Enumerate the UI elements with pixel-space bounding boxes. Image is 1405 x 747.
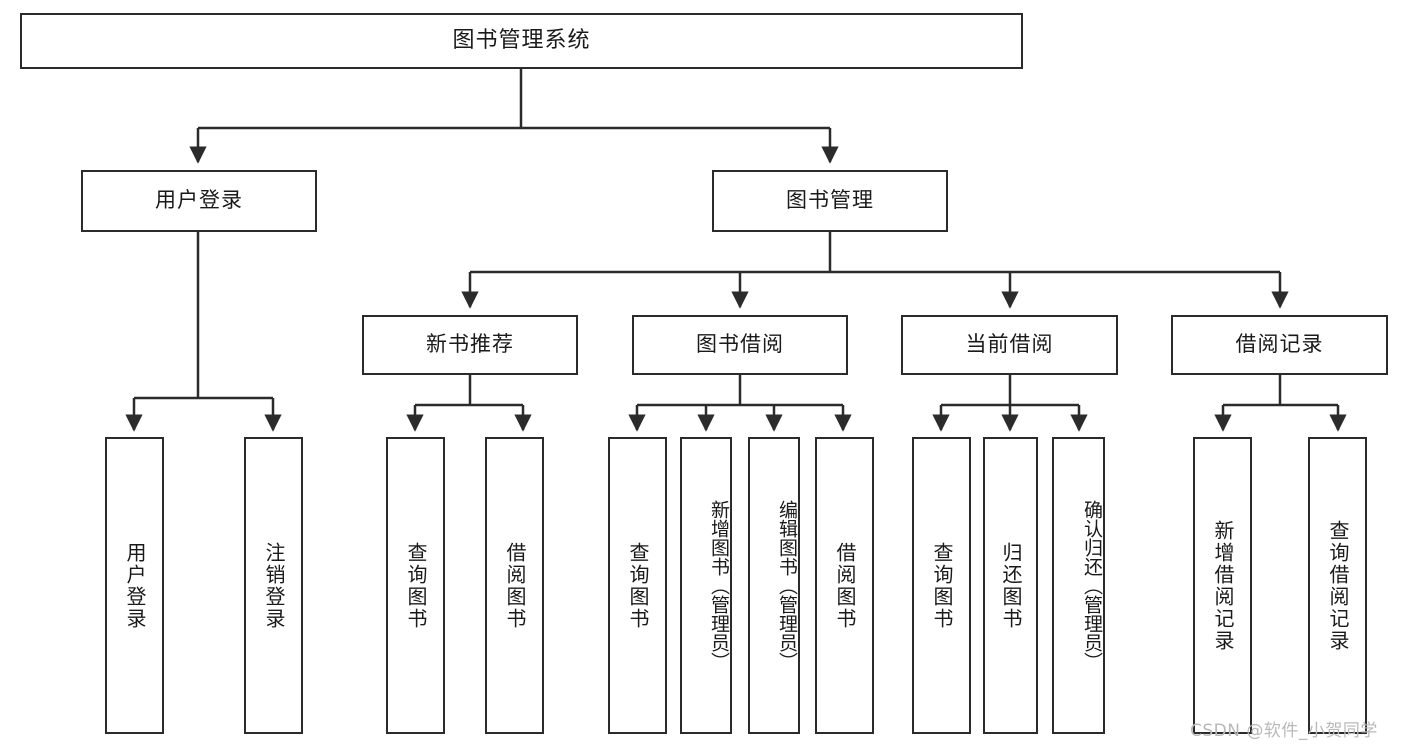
- node-label: 图书管理系统: [452, 27, 591, 53]
- node-user-login[interactable]: 用户登录: [81, 170, 317, 232]
- node-label: 图书管理: [786, 188, 874, 213]
- leaf-new-book-borrow[interactable]: 借阅图书: [485, 437, 544, 734]
- node-root-system[interactable]: 图书管理系统: [20, 13, 1023, 69]
- leaf-new-book-query[interactable]: 查询图书: [386, 437, 445, 734]
- node-book-borrow[interactable]: 图书借阅: [632, 315, 848, 375]
- leaf-borrow-add-book-admin[interactable]: 新增图书（管理员）: [680, 437, 732, 734]
- node-label: 借阅图书: [503, 541, 527, 630]
- node-label: 新增图书（管理员）: [708, 500, 730, 671]
- node-label: 当前借阅: [965, 332, 1054, 357]
- leaf-record-add-record[interactable]: 新增借阅记录: [1193, 437, 1252, 734]
- leaf-borrow-edit-book-admin[interactable]: 编辑图书（管理员）: [748, 437, 800, 734]
- leaf-current-confirm-return-admin[interactable]: 确认归还（管理员）: [1052, 437, 1105, 734]
- leaf-borrow-borrow-book[interactable]: 借阅图书: [815, 437, 874, 734]
- node-label: 用户登录: [123, 541, 147, 630]
- node-label: 编辑图书（管理员）: [776, 500, 798, 671]
- node-label: 确认归还（管理员）: [1081, 500, 1103, 671]
- node-label: 查询图书: [930, 541, 954, 630]
- leaf-user-login-login[interactable]: 用户登录: [105, 437, 164, 734]
- leaf-current-query-book[interactable]: 查询图书: [912, 437, 971, 734]
- node-label: 注销登录: [262, 541, 286, 630]
- node-label: 新书推荐: [426, 332, 514, 357]
- node-new-book-recommend[interactable]: 新书推荐: [362, 315, 578, 375]
- node-label: 归还图书: [999, 541, 1023, 630]
- leaf-borrow-query-book[interactable]: 查询图书: [608, 437, 667, 734]
- node-label: 查询图书: [404, 541, 428, 630]
- node-label: 借阅记录: [1235, 332, 1324, 357]
- node-label: 图书借阅: [696, 332, 784, 357]
- node-label: 用户登录: [155, 188, 243, 213]
- node-label: 借阅图书: [833, 541, 857, 630]
- node-label: 查询借阅记录: [1326, 519, 1350, 652]
- node-borrow-record[interactable]: 借阅记录: [1171, 315, 1388, 375]
- node-book-management[interactable]: 图书管理: [712, 170, 948, 232]
- leaf-record-query-record[interactable]: 查询借阅记录: [1308, 437, 1367, 734]
- leaf-user-login-logout[interactable]: 注销登录: [244, 437, 303, 734]
- node-current-borrow[interactable]: 当前借阅: [901, 315, 1118, 375]
- csdn-watermark: CSDN @软件_小贺同学: [1190, 721, 1378, 741]
- node-label: 新增借阅记录: [1211, 519, 1235, 652]
- node-label: 查询图书: [626, 541, 650, 630]
- leaf-current-return-book[interactable]: 归还图书: [983, 437, 1038, 734]
